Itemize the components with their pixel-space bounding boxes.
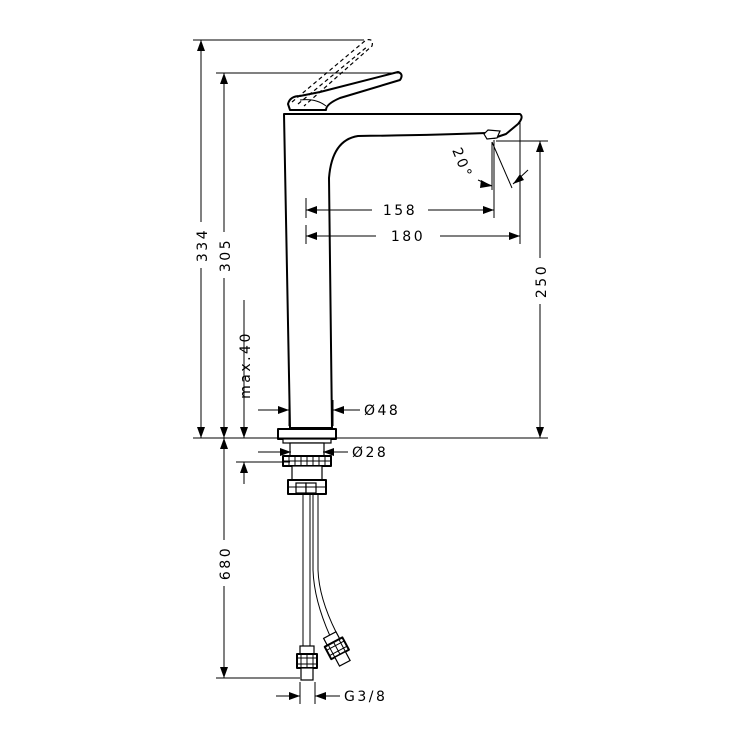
dim-max40-line [236,300,290,484]
dim-180-line [305,120,521,244]
dim-680-line [215,438,300,679]
dim-dia48-line [258,400,360,426]
dim-180-label: 180 [391,229,425,245]
dim-dia28-line [258,448,348,456]
supply-hoses [296,494,351,681]
aerator [483,129,501,140]
dim-dia48-label: Ø48 [364,403,400,419]
dim-250-label: 250 [534,264,550,298]
base-connector [277,428,337,495]
dim-158-label: 158 [383,203,417,219]
dim-334-line [192,39,364,438]
dim-g38-line [276,682,340,704]
dim-158-line [305,140,495,218]
dim-680-label: 680 [218,546,234,580]
dim-305-line [215,72,400,438]
dim-334-label: 334 [195,228,211,262]
dim-20deg-lines [477,141,529,190]
dim-g38-label: G3/8 [344,689,387,705]
dim-250-line [496,140,549,438]
dim-dia28-label: Ø28 [352,445,388,461]
dim-max40-label: max.40 [238,331,254,399]
dim-305-label: 305 [218,238,234,272]
lever-handle-open-dashed [291,39,373,107]
faucet-body [283,113,523,429]
dim-20deg-label: 20° [448,146,475,182]
